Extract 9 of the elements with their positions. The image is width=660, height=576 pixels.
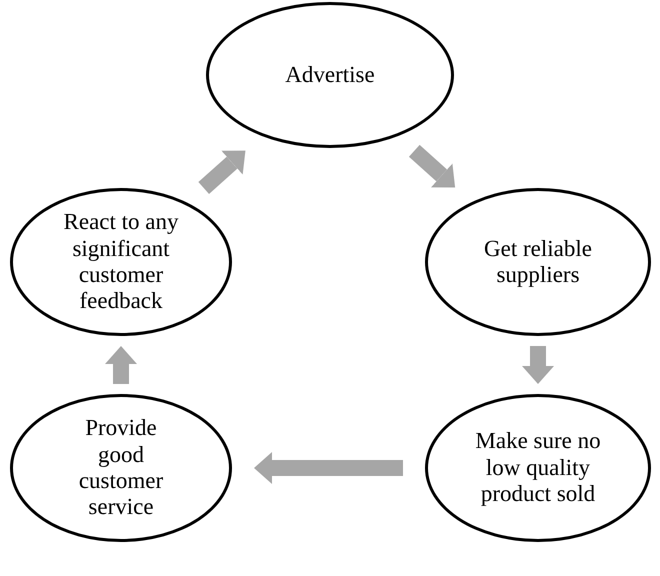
block-arrow xyxy=(254,452,403,484)
block-arrow xyxy=(522,346,554,384)
node-label: React to any significant customer feedback xyxy=(62,209,180,315)
node-label: Get reliable suppliers xyxy=(483,236,593,288)
block-arrow xyxy=(408,144,456,188)
block-arrow xyxy=(105,346,137,384)
node-label: Make sure no low quality product sold xyxy=(474,428,602,508)
node-label: Advertise xyxy=(284,62,376,88)
node-label: Provide good customer service xyxy=(78,415,164,521)
